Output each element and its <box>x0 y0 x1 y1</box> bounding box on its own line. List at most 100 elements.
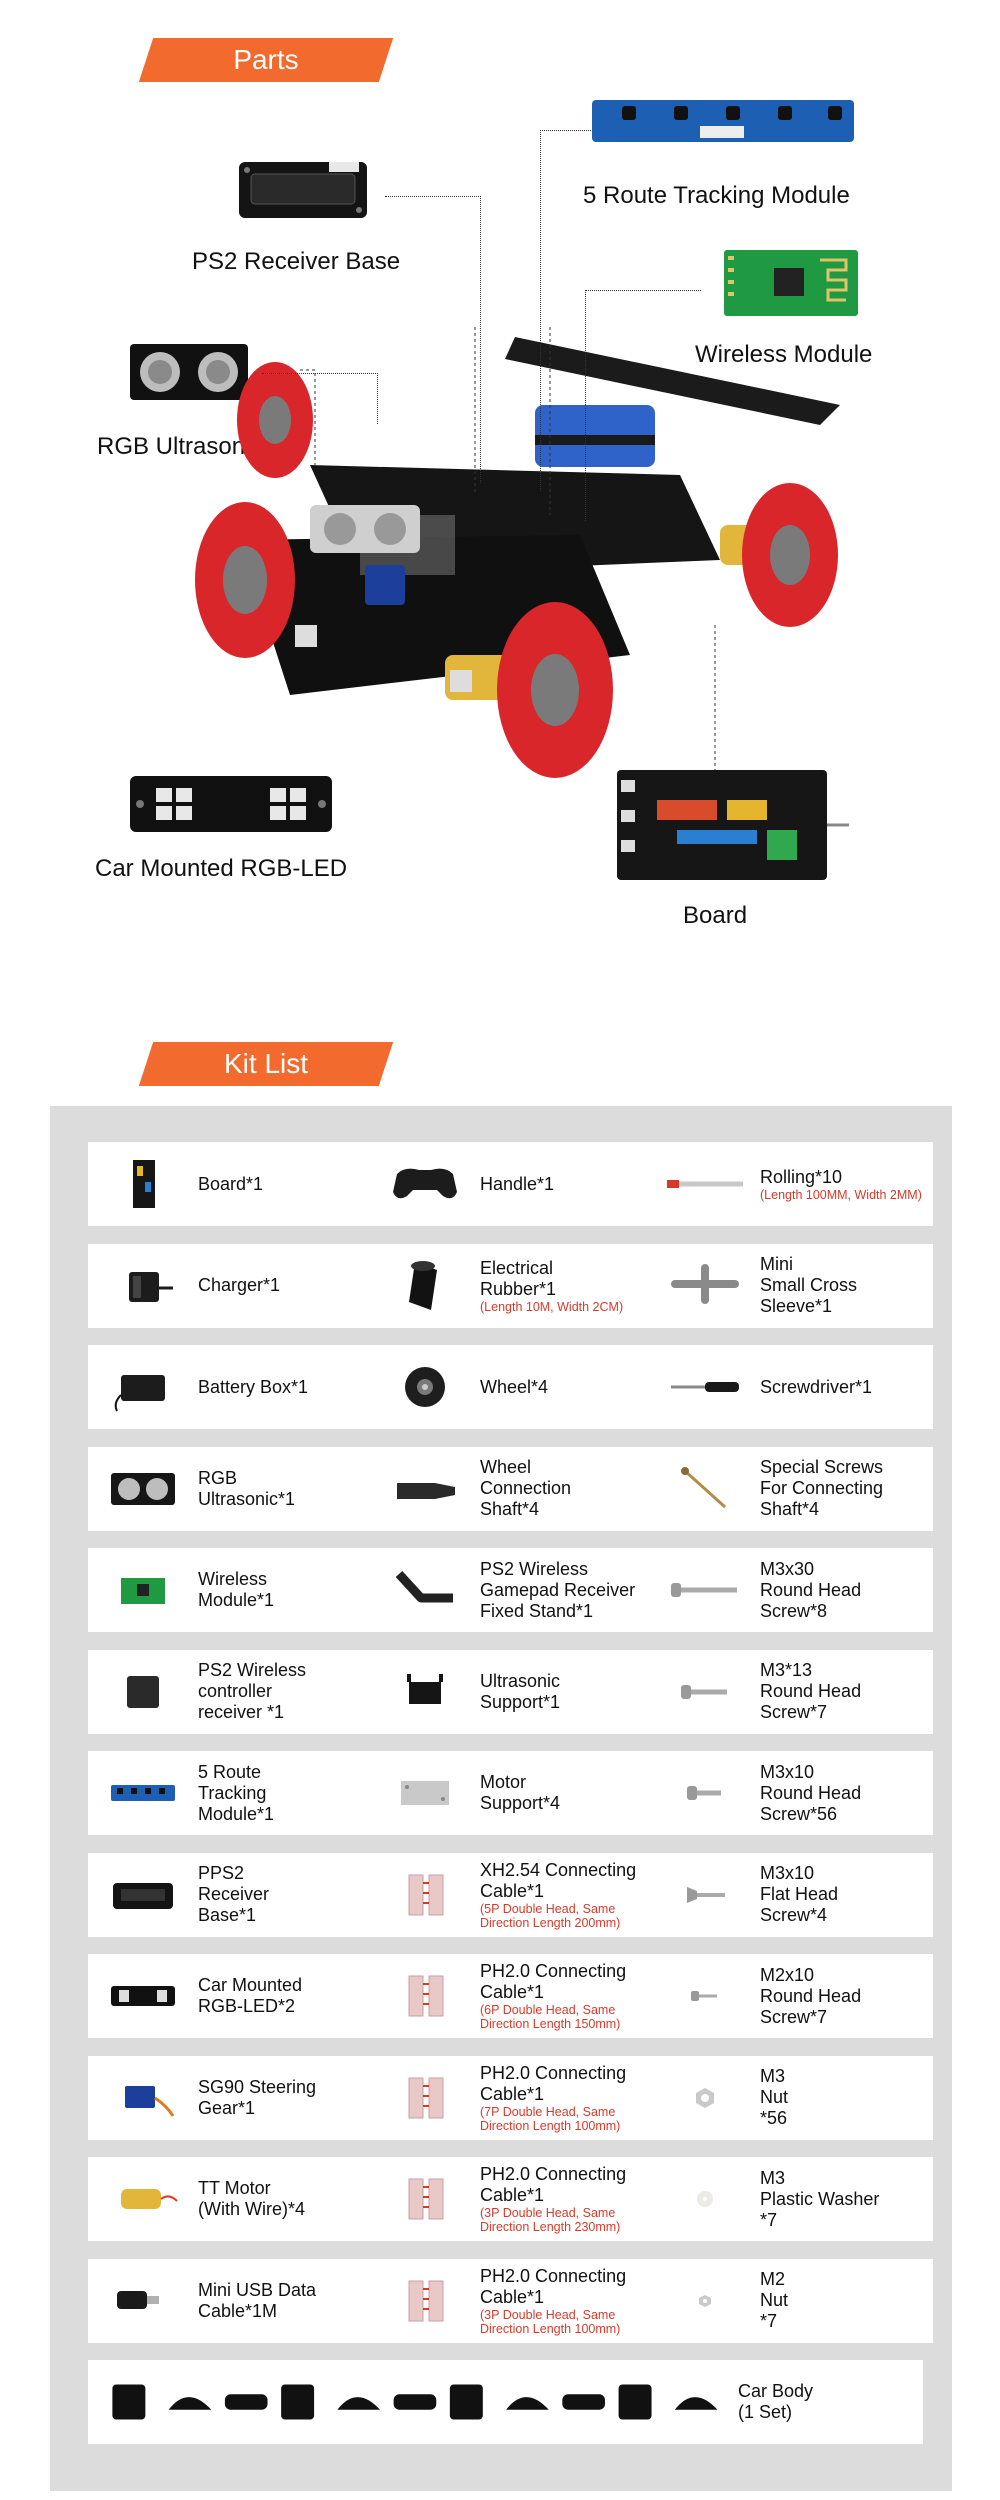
kit-item-name: Mini Small Cross Sleeve*1 <box>760 1254 858 1316</box>
kit-item-name: Screwdriver*1 <box>760 1376 873 1397</box>
kit-item-name: Wireless Module*1 <box>198 1569 275 1610</box>
rgb-led-label: Car Mounted RGB-LED <box>95 855 348 882</box>
battery-box-icon <box>88 1345 198 1429</box>
motor-icon <box>88 2157 198 2241</box>
kit-item-name: PH2.0 Connecting Cable*1 <box>480 2265 627 2307</box>
kit-item: M3 Nut *56 <box>650 2055 933 2140</box>
charger-icon <box>88 1244 198 1328</box>
kit-item: PS2 Wireless controller receiver *1 <box>88 1649 371 1734</box>
kit-item-name: M3x10 Round Head Screw*56 <box>760 1761 862 1824</box>
support-icon <box>370 1650 480 1734</box>
wheel-front-right <box>497 602 613 778</box>
wheel-rear-left <box>237 362 313 478</box>
kit-item-name: Wheel*4 <box>480 1376 549 1397</box>
ps2-receiver-base-label: PS2 Receiver Base <box>192 248 401 275</box>
kit-item-text: PS2 Wireless controller receiver *1 <box>198 1660 371 1723</box>
tracking-module-label: 5 Route Tracking Module <box>583 182 850 209</box>
kit-item-name: Electrical Rubber*1 <box>480 1257 557 1299</box>
kit-item-name: M3 Nut *56 <box>760 2066 789 2128</box>
screwdriver-icon <box>650 1345 760 1429</box>
receiver-base-icon <box>88 1853 198 1937</box>
tracking-icon <box>88 1751 198 1835</box>
leader-tracking <box>540 130 591 491</box>
shaft-icon <box>370 1447 480 1531</box>
flat-screw-icon <box>650 1853 760 1937</box>
kit-item-name: Mini USB Data Cable*1M <box>198 2279 317 2321</box>
kit-item-note: (Length 10M, Width 2CM) <box>480 1299 624 1314</box>
kit-item-name: Car Mounted RGB-LED*2 <box>198 1975 303 2016</box>
board-image <box>617 770 849 880</box>
kit-item-name: M3 Plastic Washer *7 <box>760 2167 880 2230</box>
kit-item-note: (Length 100MM, Width 2MM) <box>760 1187 922 1202</box>
kit-item-text: Wireless Module*1 <box>198 1569 371 1611</box>
kit-item-text: M3x10 Round Head Screw*56 <box>760 1762 933 1825</box>
cable-icon <box>370 1954 480 2038</box>
kit-banner: Kit List <box>138 1042 394 1086</box>
cross-sleeve-icon <box>650 1244 760 1328</box>
kit-item-text: Ultrasonic Support*1 <box>480 1671 653 1713</box>
kit-item: M3x10 Flat Head Screw*4 <box>650 1852 933 1937</box>
car-body-parts-icon <box>88 2360 738 2444</box>
nut-icon <box>650 2056 760 2140</box>
kit-item: PS2 Wireless Gamepad Receiver Fixed Stan… <box>370 1548 653 1632</box>
ultrasonic-icon <box>88 1447 198 1531</box>
kit-item-name: Board*1 <box>198 1173 264 1194</box>
kit-item-text: RGB Ultrasonic*1 <box>198 1468 371 1510</box>
small-nut-icon <box>650 2259 760 2343</box>
kit-item: SG90 Steering Gear*1 <box>88 2055 371 2140</box>
kit-item-name: PH2.0 Connecting Cable*1 <box>480 1961 627 2002</box>
board-icon <box>88 1142 198 1226</box>
electrical-tape-icon <box>370 1244 480 1328</box>
kit-item: 5 Route Tracking Module*1 <box>88 1751 371 1835</box>
kit-item-text: TT Motor (With Wire)*4 <box>198 2178 371 2220</box>
kit-item-text: Car Mounted RGB-LED*2 <box>198 1975 371 2017</box>
cable-icon <box>370 2259 480 2343</box>
kit-item-text: Car Body (1 Set) <box>738 2381 923 2423</box>
plate-icon <box>370 1751 480 1835</box>
kit-item-text: M3 Nut *56 <box>760 2066 933 2129</box>
kit-item-text: M3x10 Flat Head Screw*4 <box>760 1863 933 1926</box>
kit-item: Mini USB Data Cable*1M <box>88 2258 371 2343</box>
kit-item-name: Motor Support*4 <box>480 1772 561 1813</box>
screw-icon <box>650 1650 760 1734</box>
kit-item-text: Rolling*10(Length 100MM, Width 2MM) <box>760 1167 933 1202</box>
kit-item-text: Charger*1 <box>198 1275 371 1296</box>
rgb-led-image <box>130 776 332 832</box>
kit-item: Ultrasonic Support*1 <box>370 1649 653 1734</box>
kit-item-note: (5P Double Head, Same Direction Length 2… <box>480 1901 621 1930</box>
wheel-rear-right <box>742 483 838 627</box>
kit-item-text: PH2.0 Connecting Cable*1(7P Double Head,… <box>480 2063 653 2133</box>
kit-item: Car Mounted RGB-LED*2 <box>88 1954 371 2038</box>
kit-item-text: XH2.54 Connecting Cable*1(5P Double Head… <box>480 1860 653 1930</box>
kit-item-name: PS2 Wireless controller receiver *1 <box>198 1660 307 1722</box>
kit-item: M2x10 Round Head Screw*7 <box>650 1954 933 2038</box>
kit-item: XH2.54 Connecting Cable*1(5P Double Head… <box>370 1852 653 1937</box>
parts-banner: Parts <box>138 38 394 82</box>
kit-item: Screwdriver*1 <box>650 1345 933 1429</box>
kit-item-name: TT Motor (With Wire)*4 <box>198 2178 305 2219</box>
kit-item-text: PPS2 Receiver Base*1 <box>198 1863 371 1926</box>
kit-item-text: M3 Plastic Washer *7 <box>760 2168 933 2231</box>
kit-item-note: (7P Double Head, Same Direction Length 1… <box>480 2104 621 2133</box>
kit-item: Wireless Module*1 <box>88 1548 371 1632</box>
ultrasonic-label: RGB Ultrasonic <box>97 433 263 460</box>
gamepad-icon <box>370 1142 480 1226</box>
kit-item: RGB Ultrasonic*1 <box>88 1446 371 1531</box>
kit-item-car-body: Car Body (1 Set) <box>88 2360 923 2444</box>
kit-item-text: Battery Box*1 <box>198 1377 371 1398</box>
kit-item: PH2.0 Connecting Cable*1(6P Double Head,… <box>370 1954 653 2038</box>
kit-item: Wheel Connection Shaft*4 <box>370 1446 653 1531</box>
kit-item: Charger*1 <box>88 1243 371 1328</box>
ps2-receiver-base-image <box>239 162 367 218</box>
short-screw-icon <box>650 1751 760 1835</box>
wireless-module-image <box>724 250 858 316</box>
kit-item-text: Special Screws For Connecting Shaft*4 <box>760 1457 933 1520</box>
kit-item-text: M2x10 Round Head Screw*7 <box>760 1965 933 2028</box>
kit-item-text: PH2.0 Connecting Cable*1(6P Double Head,… <box>480 1961 653 2031</box>
kit-item: TT Motor (With Wire)*4 <box>88 2157 371 2241</box>
kit-item-name: PH2.0 Connecting Cable*1 <box>480 2062 627 2104</box>
kit-item-text: PH2.0 Connecting Cable*1(3P Double Head,… <box>480 2164 653 2234</box>
kit-item-text: Handle*1 <box>480 1174 653 1195</box>
kit-item-note: (6P Double Head, Same Direction Length 1… <box>480 2003 621 2031</box>
kit-item: PH2.0 Connecting Cable*1(3P Double Head,… <box>370 2157 653 2241</box>
